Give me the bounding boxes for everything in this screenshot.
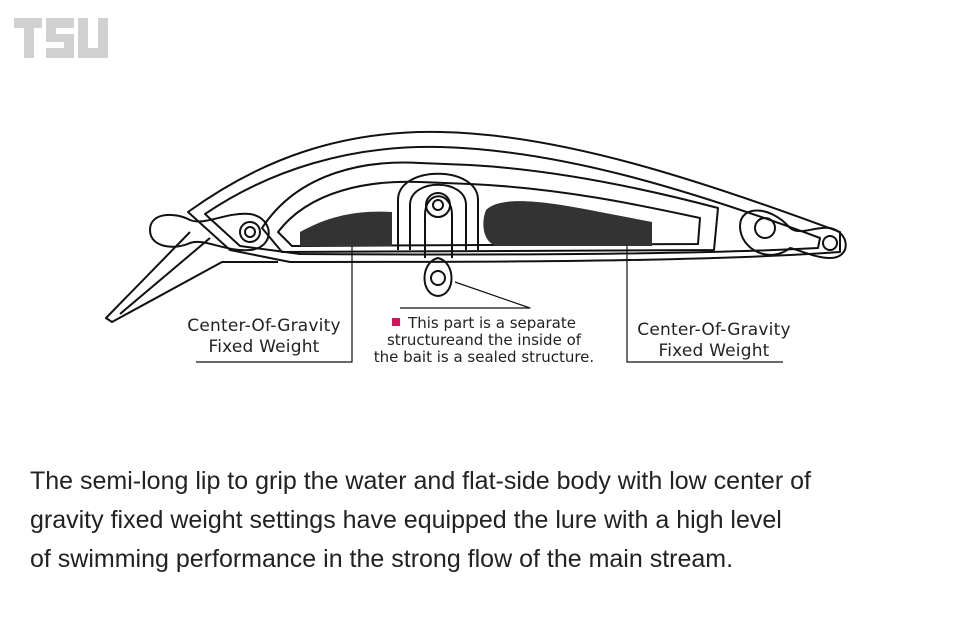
line-tie-eye: [149, 212, 270, 252]
bullet-icon: [392, 318, 401, 326]
lure-cross-section-diagram: [105, 130, 847, 363]
right-weight: [483, 201, 652, 246]
description-line: The semi-long lip to grip the water and …: [30, 467, 811, 495]
lure-body-inner-outline: [204, 145, 821, 256]
right-leader-line: [626, 232, 783, 363]
inner-cavity: [261, 161, 719, 253]
belly-hook-eye: [423, 257, 453, 297]
left-label-line-1: Center-Of-Gravity: [187, 316, 341, 336]
right-label-line-1: Center-Of-Gravity: [637, 320, 791, 340]
description-line: gravity fixed weight settings have equip…: [30, 506, 782, 534]
lure-lip: [105, 231, 278, 323]
description-paragraph: The semi-long lip to grip the water and …: [30, 462, 930, 579]
right-weight-label: Center-Of-Gravity Fixed Weight: [626, 320, 802, 362]
right-label-line-2: Fixed Weight: [658, 341, 770, 361]
note-line-2: structureand the inside of: [386, 331, 582, 349]
tail-eye: [739, 209, 847, 259]
note-line-3: the bait is a sealed structure.: [373, 348, 595, 366]
description-line: of swimming performance in the strong fl…: [30, 545, 734, 573]
left-label-line-2: Fixed Weight: [208, 337, 320, 357]
left-leader-line: [196, 232, 353, 363]
left-weight-label: Center-Of-Gravity Fixed Weight: [176, 316, 352, 358]
lure-body-outline: [187, 130, 841, 263]
tsu-logo: [14, 18, 108, 58]
note-leader-line: [400, 281, 531, 309]
note-line-1: This part is a separate: [408, 314, 576, 332]
left-weight: [300, 211, 392, 246]
sealed-structure-note: This part is a separate structureand the…: [356, 315, 612, 366]
belly-eye-structure: [397, 172, 479, 250]
